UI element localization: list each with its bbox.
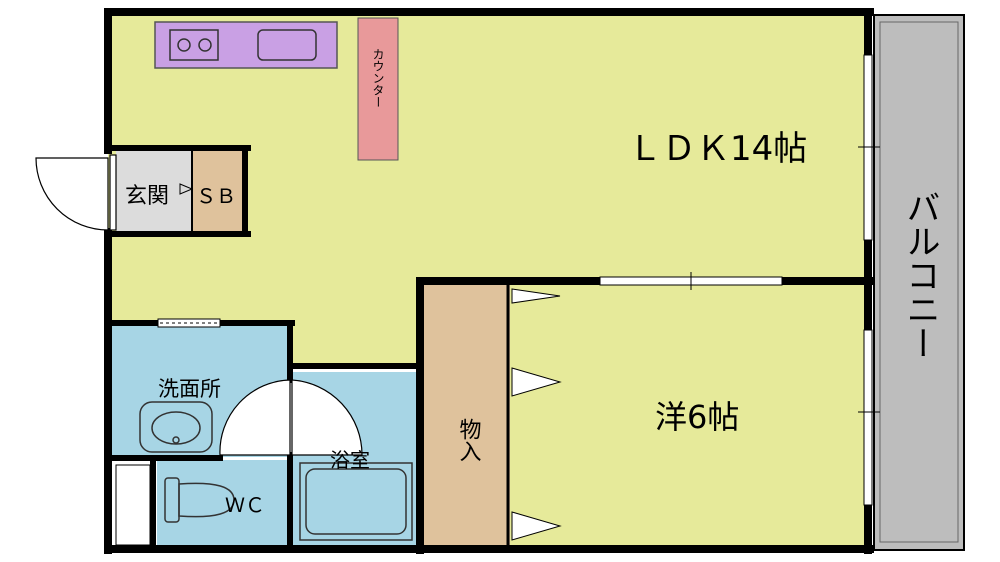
- western-room-floor: [510, 285, 868, 545]
- utility-box: [115, 464, 151, 546]
- burner-icon: [198, 38, 212, 52]
- ldk-label: ＬＤＫ14帖: [628, 129, 807, 169]
- balcony-label: バルコニー: [900, 190, 940, 360]
- entrance-step-icon: [179, 183, 194, 195]
- walls: [104, 8, 874, 554]
- balcony-area: [874, 15, 964, 550]
- wc-floor: [157, 460, 289, 545]
- western-room-label: 洋6帖: [655, 398, 739, 436]
- storage-label: 物入: [456, 418, 482, 462]
- kitchen: [154, 21, 338, 69]
- entrance-floor: [116, 150, 192, 232]
- sink-icon: [257, 29, 317, 61]
- burner-icon: [177, 38, 191, 52]
- washroom-label: 洗面所: [158, 377, 221, 401]
- balcony-inner-line: [879, 21, 959, 543]
- bathtub: [299, 462, 413, 541]
- entrance-door: [35, 154, 117, 231]
- shoebox-area: [192, 150, 242, 232]
- kitchen-counter: [154, 21, 338, 69]
- wc-label: ＷＣ: [225, 493, 265, 517]
- balcony: [873, 14, 965, 551]
- storage-floor: [424, 285, 510, 545]
- wash-basin-icon: [139, 401, 213, 453]
- entrance-label: 玄関: [125, 184, 169, 209]
- bath-label: 浴室: [330, 448, 370, 472]
- interior-window: [599, 272, 783, 290]
- stove: [169, 29, 219, 61]
- bath-door: [219, 379, 363, 456]
- balcony-windows: [858, 54, 880, 506]
- washroom-sliding-door: [157, 318, 221, 328]
- counter-label: カウンター: [371, 48, 385, 108]
- counter: [357, 17, 399, 161]
- closet-doors: [511, 288, 562, 541]
- toilet-icon: [164, 477, 235, 523]
- shoebox-label: ＳＢ: [196, 184, 236, 208]
